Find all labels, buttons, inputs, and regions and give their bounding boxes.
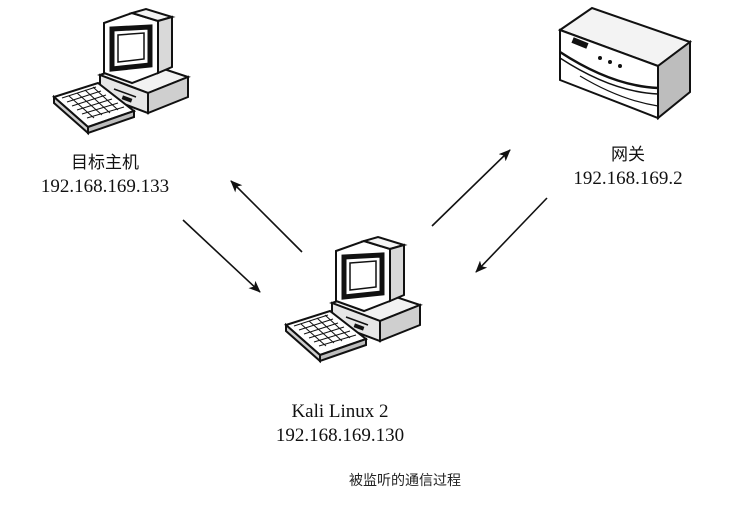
target-host-label: 目标主机 192.168.169.133 — [0, 151, 210, 199]
kali-name: Kali Linux 2 — [291, 401, 389, 422]
arrow-kali-to-gateway — [431, 149, 511, 227]
kali-computer-icon — [286, 237, 420, 361]
target-host-ip: 192.168.169.133 — [40, 176, 170, 197]
gateway-ip: 192.168.169.2 — [573, 168, 683, 189]
figure-caption: 被监听的通信过程 — [349, 473, 461, 489]
kali-ip: 192.168.169.130 — [275, 425, 405, 446]
kali-label: Kali Linux 2 192.168.169.130 — [240, 400, 440, 448]
target-host-name: 目标主机 — [71, 153, 139, 173]
gateway-name: 网关 — [611, 145, 645, 165]
gateway-icon — [557, 6, 693, 121]
arrow-gateway-to-kali — [475, 197, 548, 273]
arrow-target-to-kali — [182, 219, 261, 293]
target-computer-icon — [54, 9, 188, 133]
arrow-kali-to-target — [230, 180, 303, 253]
gateway-label: 网关 192.168.169.2 — [548, 143, 708, 191]
